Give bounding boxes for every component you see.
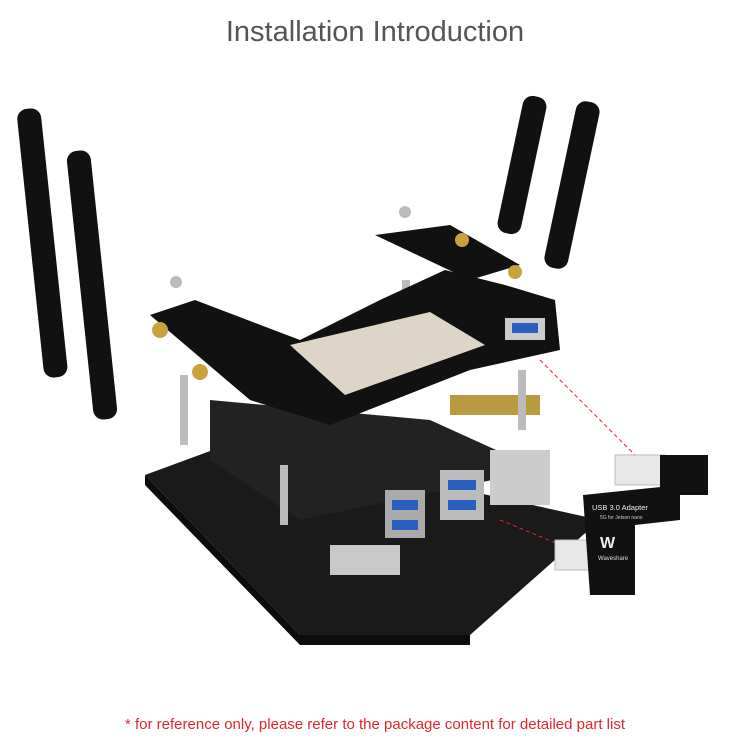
adapter-label: USB 3.0 Adapter bbox=[592, 503, 648, 512]
heatsink bbox=[210, 400, 540, 520]
waveshare-logo: W bbox=[600, 535, 616, 552]
guide-line bbox=[539, 359, 641, 461]
antennas bbox=[17, 95, 600, 420]
screw bbox=[399, 206, 411, 218]
footnote: * for reference only, please refer to th… bbox=[124, 716, 625, 733]
gpio-header bbox=[450, 395, 540, 415]
guide-line bbox=[499, 519, 586, 556]
antenna bbox=[497, 95, 547, 235]
brand-label: Waveshare bbox=[598, 556, 629, 562]
5g-module bbox=[290, 312, 485, 395]
antenna bbox=[66, 150, 118, 420]
ethernet-port bbox=[490, 450, 550, 505]
standoff bbox=[518, 370, 526, 430]
sma-connectors bbox=[152, 233, 522, 380]
usb-adapter-board bbox=[583, 485, 680, 595]
adapter-sublabel: 5G for Jetson nano bbox=[600, 515, 643, 521]
usb-port bbox=[385, 490, 425, 538]
antenna bbox=[544, 101, 600, 269]
usb-port bbox=[440, 470, 484, 520]
screw bbox=[170, 276, 182, 288]
hdmi-port bbox=[330, 545, 400, 575]
antenna bbox=[17, 108, 68, 378]
usb-plug bbox=[614, 454, 666, 486]
standoff bbox=[280, 465, 288, 525]
standoff bbox=[180, 375, 188, 445]
page-title: Installation Introduction bbox=[225, 16, 525, 48]
